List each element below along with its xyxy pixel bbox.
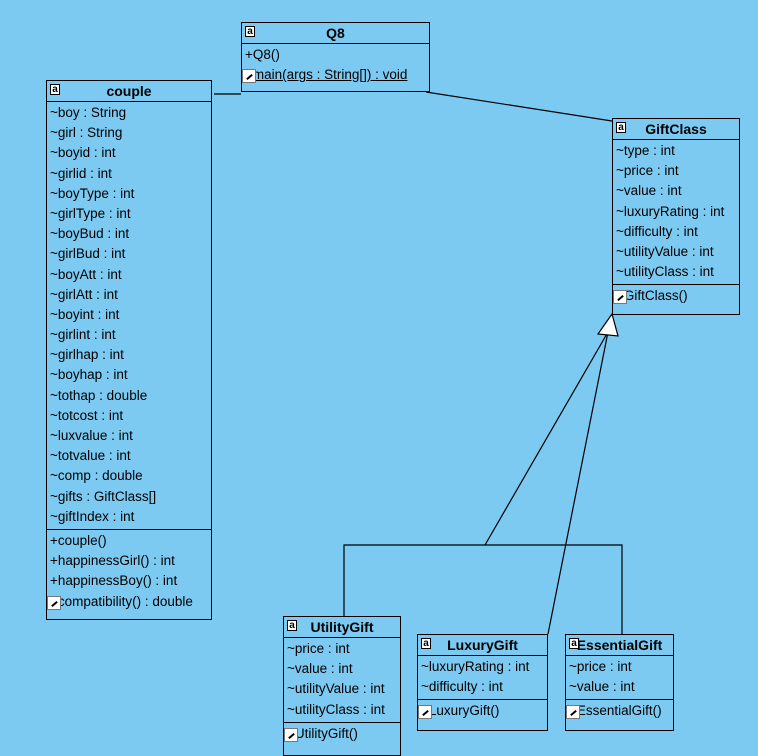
class-name: EssentialGift bbox=[576, 637, 663, 653]
attribute-row: ~giftIndex : int bbox=[50, 508, 135, 524]
attribute-row: ~luxuryRating : int bbox=[421, 659, 530, 674]
attribute-row: ~utilityValue : int bbox=[616, 243, 714, 259]
class-icon: a bbox=[287, 620, 297, 631]
class-icon: a bbox=[569, 638, 579, 649]
class-icon: a bbox=[245, 26, 255, 37]
method-icon bbox=[566, 705, 580, 720]
operation-row: +Q8() bbox=[245, 47, 280, 62]
attribute-row: ~difficulty : int bbox=[421, 679, 503, 695]
class-name: Q8 bbox=[326, 25, 345, 41]
attribute-row: ~value : int bbox=[616, 183, 682, 199]
operation-row: +happinessGirl() : int bbox=[50, 553, 175, 569]
operation-row: +LuxuryGift() bbox=[421, 703, 500, 719]
attribute-row: ~boyhap : int bbox=[50, 367, 128, 383]
attribute-row: ~girlType : int bbox=[50, 205, 131, 221]
class-box-couple[interactable]: a couple ~boy : String ~girl : String ~bo… bbox=[46, 80, 212, 620]
attribute-row: ~gifts : GiftClass[] bbox=[50, 488, 157, 504]
main-method-icon bbox=[242, 69, 256, 84]
attribute-row: ~utilityValue : int bbox=[287, 681, 385, 697]
attribute-row: ~luxvalue : int bbox=[50, 428, 133, 443]
attribute-row: ~price : int bbox=[287, 641, 350, 656]
class-name: LuxuryGift bbox=[447, 637, 518, 653]
class-icon: a bbox=[421, 638, 431, 649]
attribute-row: ~girlAtt : int bbox=[50, 286, 118, 302]
method-icon bbox=[418, 705, 432, 720]
attribute-row: ~boyBud : int bbox=[50, 226, 130, 242]
generalization-arrowhead bbox=[596, 312, 619, 337]
association-q8-giftclass[interactable] bbox=[425, 91, 613, 122]
class-box-giftclass[interactable]: a GiftClass ~type : int ~price : int ~val… bbox=[612, 118, 740, 315]
class-box-utilitygift[interactable]: a UtilityGift ~price : int ~value : int ~… bbox=[283, 616, 401, 756]
attribute-row: ~difficulty : int bbox=[616, 223, 698, 239]
attribute-row: ~type : int bbox=[616, 143, 675, 158]
attribute-row: ~boyAtt : int bbox=[50, 266, 122, 282]
attribute-row: ~totvalue : int bbox=[50, 448, 131, 464]
attribute-row: ~boy : String bbox=[50, 105, 127, 120]
attribute-row: ~value : int bbox=[287, 661, 353, 677]
operation-row: +UtilityGift() bbox=[287, 725, 358, 741]
method-icon bbox=[47, 595, 61, 610]
attribute-row: ~girlhap : int bbox=[50, 347, 124, 363]
class-box-q8[interactable]: a Q8 +Q8() +main(args : String[]) : void bbox=[241, 22, 430, 92]
class-name: couple bbox=[106, 83, 152, 99]
operation-row: +main(args : String[]) : void bbox=[245, 67, 408, 83]
operation-row: +EssentialGift() bbox=[569, 703, 662, 719]
attribute-row: ~price : int bbox=[569, 659, 632, 674]
generalization-tree-line[interactable] bbox=[343, 544, 623, 634]
attribute-row: ~value : int bbox=[569, 679, 635, 695]
operation-row: +couple() bbox=[50, 532, 107, 548]
method-icon bbox=[613, 290, 627, 305]
generalization-luxurygift-to-giftclass[interactable] bbox=[547, 331, 609, 635]
attribute-row: ~price : int bbox=[616, 163, 679, 179]
class-name: UtilityGift bbox=[310, 619, 374, 635]
class-icon: a bbox=[616, 122, 626, 133]
attribute-row: ~boyid : int bbox=[50, 145, 116, 161]
attribute-row: ~utilityClass : int bbox=[287, 701, 385, 717]
attribute-row: ~utilityClass : int bbox=[616, 264, 714, 280]
attribute-row: ~girlBud : int bbox=[50, 246, 126, 262]
attribute-row: ~comp : double bbox=[50, 468, 143, 484]
method-icon bbox=[284, 727, 298, 742]
operation-row: +compatibility() : double bbox=[50, 593, 193, 609]
attribute-row: ~tothap : double bbox=[50, 387, 148, 403]
attribute-row: ~girl : String bbox=[50, 125, 123, 141]
attribute-row: ~girlid : int bbox=[50, 165, 112, 181]
attribute-row: ~boyint : int bbox=[50, 306, 120, 322]
attribute-row: ~girlint : int bbox=[50, 327, 116, 343]
attribute-row: ~boyType : int bbox=[50, 185, 135, 201]
generalization-utility-essential-to-giftclass[interactable] bbox=[484, 331, 609, 546]
attribute-row: ~luxuryRating : int bbox=[616, 203, 725, 219]
operation-row: +happinessBoy() : int bbox=[50, 573, 178, 589]
class-box-luxurygift[interactable]: a LuxuryGift ~luxuryRating : int ~difficu… bbox=[417, 634, 548, 731]
class-name: GiftClass bbox=[645, 121, 707, 137]
class-icon: a bbox=[50, 84, 60, 95]
attribute-row: ~totcost : int bbox=[50, 407, 124, 423]
operation-row: +GiftClass() bbox=[616, 288, 688, 304]
